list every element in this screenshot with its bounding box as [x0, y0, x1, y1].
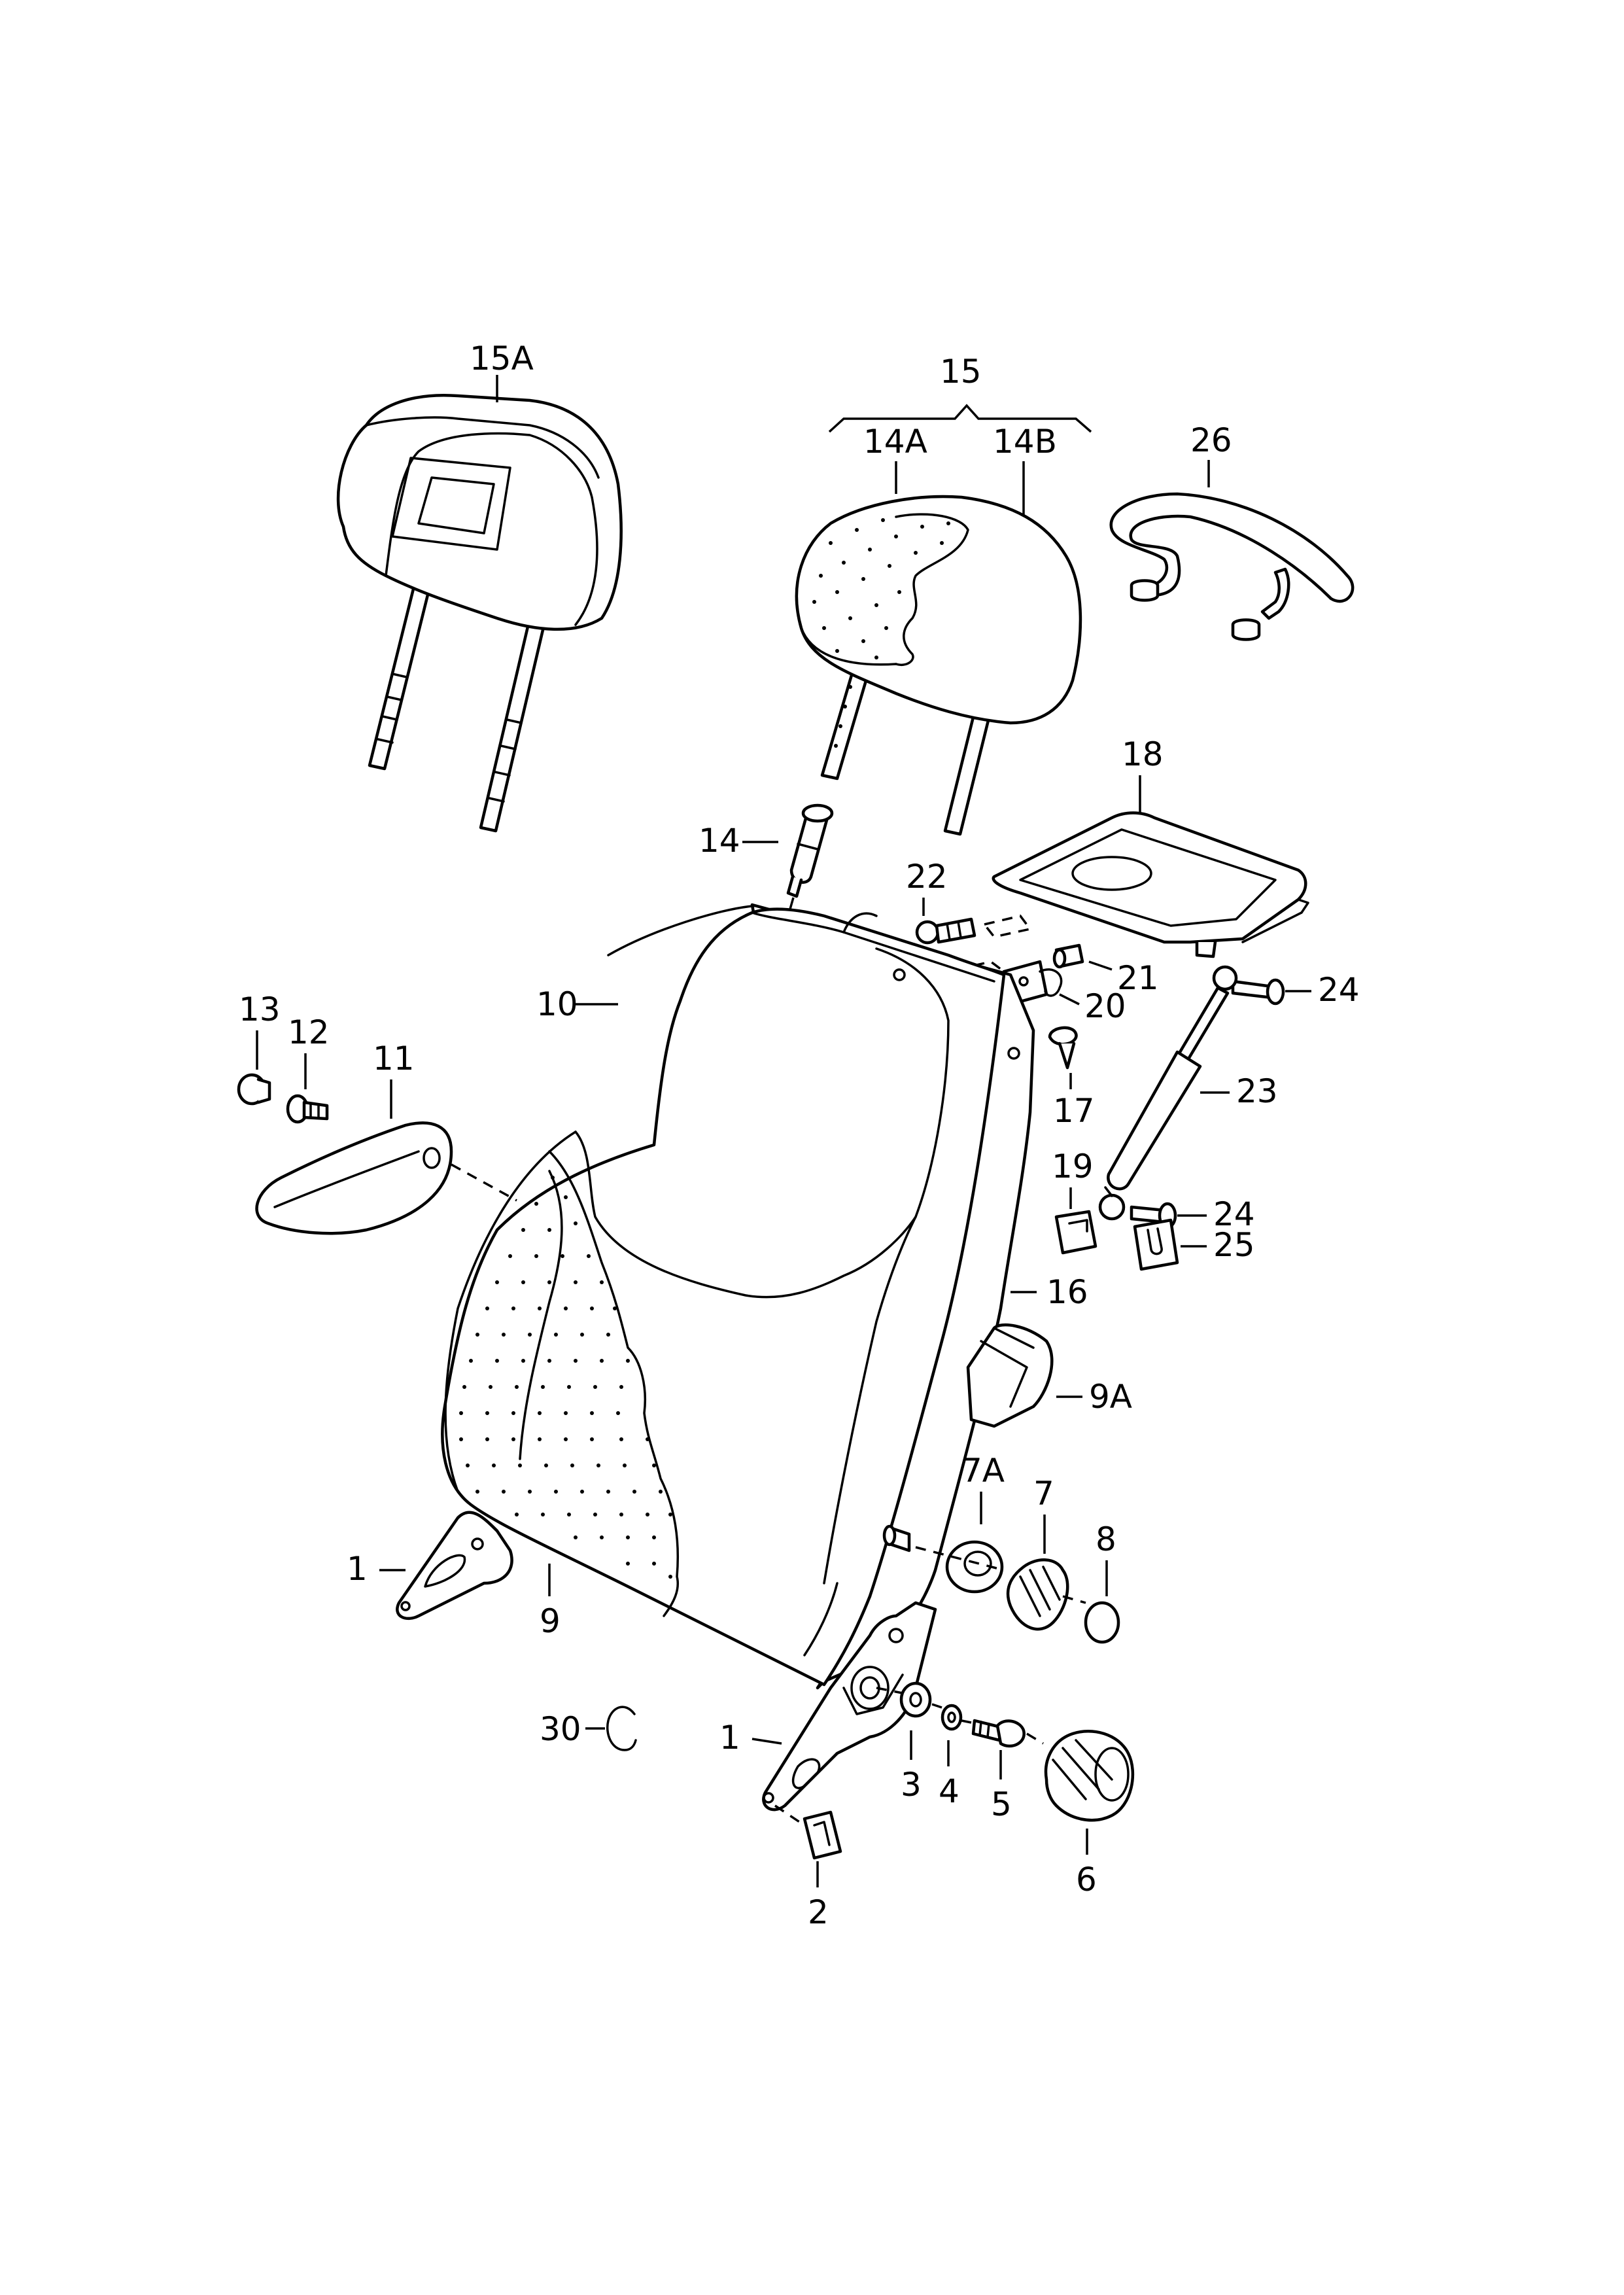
clip-17: [1048, 1026, 1078, 1070]
label-10: 10: [536, 985, 578, 1023]
label-15a: 15A: [470, 340, 534, 377]
label-9: 9: [540, 1602, 561, 1640]
label-2: 2: [808, 1893, 829, 1931]
label-3: 3: [901, 1766, 922, 1804]
label-5: 5: [991, 1785, 1012, 1823]
cap-8: [1084, 1601, 1120, 1644]
label-18: 18: [1122, 735, 1164, 773]
label-7a: 7A: [961, 1452, 1005, 1490]
label-7: 7: [1033, 1475, 1054, 1513]
spacer-7a-stub: [882, 1524, 911, 1552]
label-24-upper: 24: [1318, 971, 1360, 1009]
label-13: 13: [239, 990, 281, 1028]
label-19: 19: [1052, 1148, 1094, 1185]
clip-25: [1133, 1218, 1179, 1271]
headrest-14: [795, 495, 1082, 836]
label-12: 12: [288, 1013, 330, 1051]
bracket-1-right: [762, 1601, 937, 1812]
label-14b: 14B: [993, 423, 1057, 461]
guide-sleeve-14: [786, 803, 834, 898]
label-20: 20: [1084, 987, 1126, 1025]
armrest-11: [255, 1121, 453, 1235]
label-1-right: 1: [719, 1719, 740, 1757]
washer-4: [941, 1704, 963, 1731]
clip-2: [803, 1810, 842, 1860]
bolt-24-upper: [1231, 978, 1285, 1006]
label-4: 4: [939, 1772, 959, 1810]
clip-19: [1054, 1210, 1097, 1255]
cap-13: [237, 1073, 271, 1106]
panel-18: [992, 811, 1309, 958]
label-9a: 9A: [1089, 1378, 1132, 1416]
gas-strut-23: [1098, 965, 1238, 1221]
knob-6: [1044, 1730, 1135, 1822]
cable-26: [1109, 492, 1355, 641]
washer-3: [899, 1681, 932, 1718]
bracket-1-left: [396, 1511, 513, 1621]
label-8: 8: [1096, 1520, 1116, 1558]
label-24-lower: 24: [1213, 1195, 1255, 1233]
label-30: 30: [540, 1710, 581, 1748]
label-1-left: 1: [347, 1550, 368, 1588]
ring-30: [606, 1706, 637, 1751]
label-25: 25: [1213, 1226, 1255, 1264]
headrest-15a: [336, 394, 623, 833]
label-14: 14: [699, 822, 740, 860]
label-17: 17: [1053, 1092, 1095, 1130]
label-16: 16: [1046, 1273, 1088, 1311]
knob-7: [1006, 1558, 1069, 1631]
label-22: 22: [906, 858, 948, 896]
screw-22: [915, 917, 976, 945]
handle-9a: [966, 1323, 1054, 1428]
plug-21: [1052, 943, 1084, 969]
label-15: 15: [940, 353, 982, 391]
label-21: 21: [1117, 959, 1159, 997]
label-26: 26: [1190, 421, 1232, 459]
screw-12: [286, 1094, 329, 1124]
backrest-10: [441, 903, 1035, 1690]
label-23: 23: [1236, 1072, 1278, 1110]
washer-7a: [945, 1540, 1004, 1594]
bolt-5: [971, 1719, 1026, 1748]
label-14a: 14A: [863, 423, 927, 461]
label-11: 11: [373, 1040, 415, 1077]
label-6: 6: [1076, 1861, 1097, 1899]
